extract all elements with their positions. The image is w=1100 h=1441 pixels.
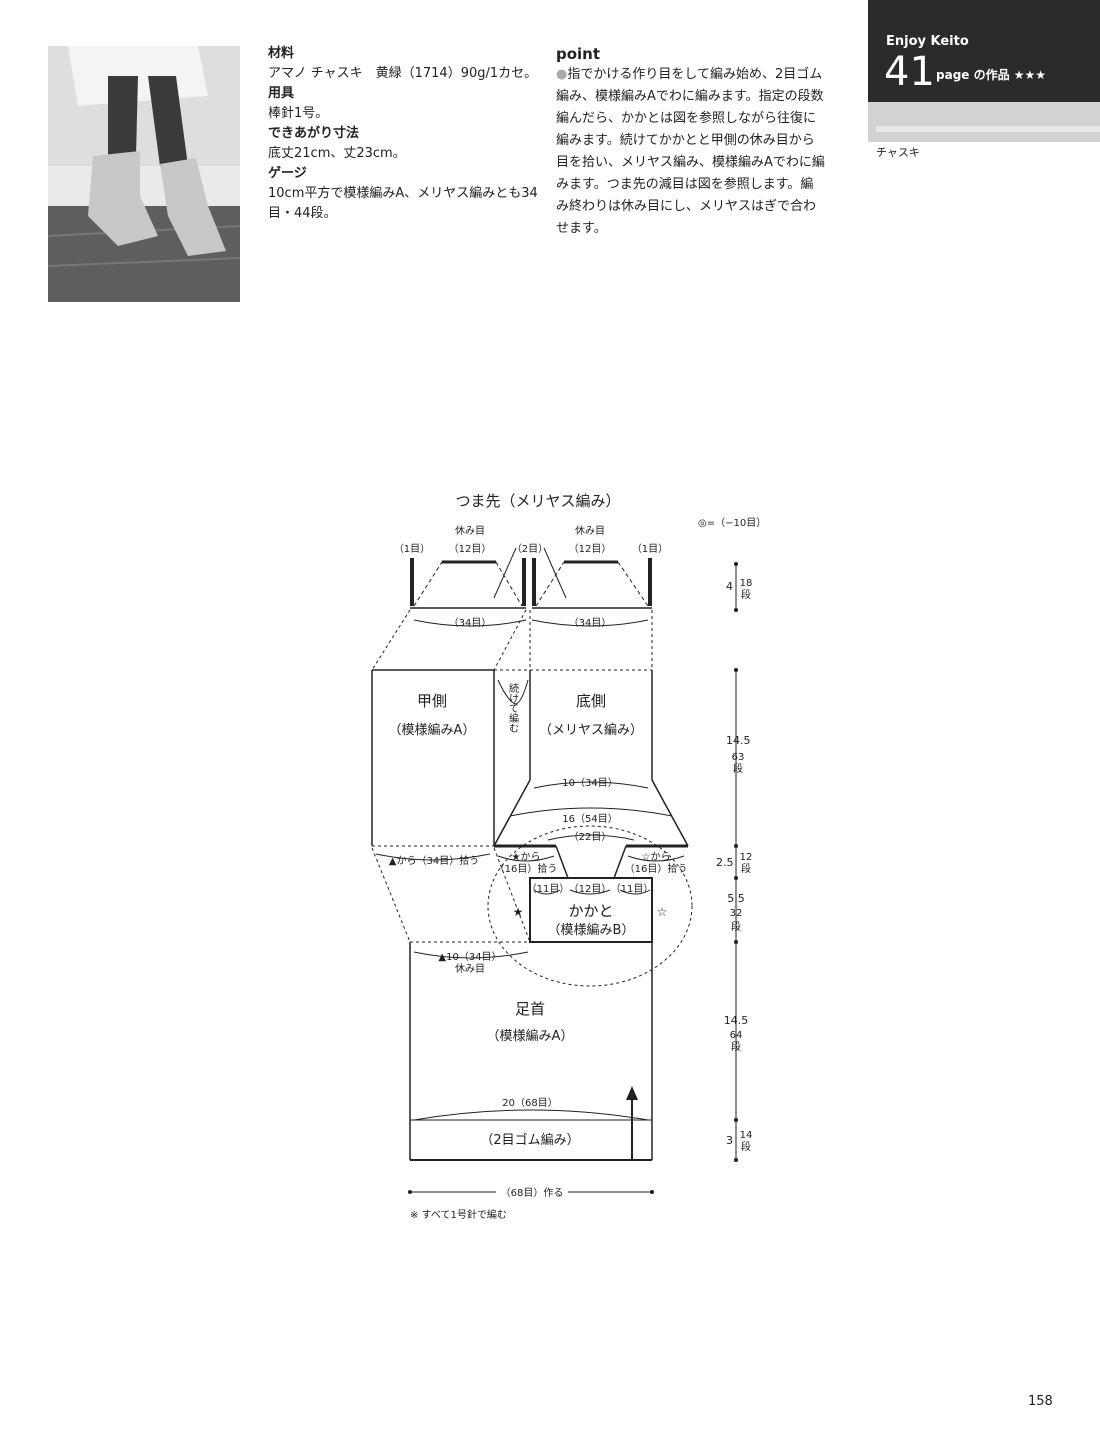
tools-text: 棒針1号。 (268, 106, 329, 121)
materials-heading: 材料 (268, 46, 295, 61)
black-star-icon: ★ (513, 905, 524, 919)
materials-text: アマノ チャスキ 黄緑（1714）90g/1カセ。 (268, 66, 538, 81)
gusset-width: 16（54目） (562, 813, 617, 825)
toe-height-dan: 段 (741, 588, 751, 601)
toe-width-left: （34目） (449, 617, 492, 629)
heel-top-width: （22目） (569, 831, 612, 843)
rib-height-cm: 3 (726, 1134, 733, 1147)
rib-label: （2目ゴム編み） (480, 1132, 579, 1148)
product-photo (48, 46, 240, 302)
heel-subtitle: （模様編みB） (548, 922, 635, 938)
toe-stitch-1-left: （1目） (394, 543, 430, 555)
toe-stitch-2: （2目） (512, 543, 548, 555)
toe-right-mark (648, 558, 652, 606)
cast-on-label: （68目）作る (501, 1187, 564, 1199)
point-heading: point (556, 45, 601, 63)
yarn-name: チャスキ (876, 146, 920, 159)
sole-height-dan: 段 (733, 762, 743, 775)
toe-stitch-12-left: （12目） (449, 543, 492, 555)
pattern-badge: Enjoy Keito 41 page の作品 ★★★ (868, 0, 1100, 102)
gauge-heading: ゲージ (268, 166, 307, 181)
sole-title: 底側 (576, 692, 606, 710)
page-number: 158 (1028, 1394, 1053, 1409)
instep-subtitle: （模様編みA） (389, 722, 476, 738)
right-pickup-1: ☆から (642, 851, 671, 863)
heel-title: かかと (568, 902, 613, 920)
rib-height-dan: 段 (741, 1140, 751, 1153)
toe-center-mark-l (522, 558, 526, 606)
tools-heading: 用具 (268, 86, 295, 101)
heel-stitch-11-left: （11目） (527, 883, 570, 895)
toe-left-mark (410, 558, 414, 606)
rest-label-left: 休み目 (455, 525, 485, 537)
materials-block: 材料 アマノ チャスキ 黄緑（1714）90g/1カセ。 用具 棒針1号。 でき… (268, 44, 538, 224)
bullet-icon: ● (556, 67, 568, 82)
heel-stitch-11-right: （11目） (611, 883, 654, 895)
toe-height-rows: 18 (740, 578, 753, 589)
pattern-number: 41 (884, 49, 935, 95)
size-heading: できあがり寸法 (268, 126, 360, 141)
rest-label-right: 休み目 (575, 525, 605, 537)
rib-height-rows: 14 (740, 1130, 753, 1141)
left-pickup-2: （16目）拾う (495, 862, 558, 875)
ankle-height-cm: 14.5 (724, 1014, 749, 1027)
ankle-width: 20（68目） (502, 1097, 557, 1109)
toe-stitch-12-right: （12目） (569, 543, 612, 555)
point-body: 指でかける作り目をして編み始め、2目ゴム編み、模様編みAでわに編みます。指定の段… (556, 67, 825, 236)
gauge-text: 10cm平方で模様編みA、メリヤス編みとも34目・44段。 (268, 186, 538, 221)
toe-width-right: （34目） (569, 617, 612, 629)
yarn-stripe (876, 126, 1100, 132)
ankle-rest-1: ▲10（34目） (438, 951, 501, 963)
heel-height-cm: 5.5 (727, 892, 745, 905)
series-title: Enjoy Keito (886, 34, 969, 49)
right-pickup-2: （16目）拾う (625, 862, 688, 875)
sole-height-rows: 63 (732, 752, 745, 763)
toe-height-cm: 4 (726, 580, 733, 593)
toe-stitch-1-right: （1目） (632, 543, 668, 555)
gusset-height-cm: 2.5 (716, 856, 734, 869)
instep-title: 甲側 (417, 692, 447, 710)
needle-note: ※ すべて1号針で編む (410, 1208, 507, 1221)
ankle-title: 足首 (515, 1000, 545, 1018)
sole-height-cm: 14.5 (726, 734, 751, 747)
toe-title: つま先（メリヤス編み） (455, 492, 620, 510)
gusset-height-rows: 12 (740, 852, 753, 863)
gusset-height-dan: 段 (741, 862, 751, 875)
sole-width: 10（34目） (562, 777, 617, 789)
ankle-subtitle: （模様編みA） (487, 1028, 574, 1044)
yarn-band (868, 102, 1100, 142)
decrease-legend: ◎=（−10目） (698, 517, 766, 529)
ankle-rest-2: 休み目 (455, 963, 485, 975)
ankle-height-dan: 段 (731, 1040, 741, 1053)
page-label: page の作品 ★★★ (936, 68, 1047, 82)
heel-stitch-12: （12目） (569, 883, 612, 895)
heel-height-dan: 段 (731, 920, 741, 933)
toe-center-mark-r (532, 558, 536, 606)
point-block: point ●指でかける作り目をして編み始め、2目ゴム編み、模様編みAでわに編み… (556, 44, 826, 240)
white-star-icon: ☆ (657, 905, 668, 919)
point-text: ●指でかける作り目をして編み始め、2目ゴム編み、模様編みAでわに編みます。指定の… (556, 64, 826, 240)
continue-label: 続けて編む (507, 682, 519, 733)
knitting-diagram: つま先（メリヤス編み） ◎=（−10目） 休み目 休み目 （1目） （12目） … (0, 470, 1100, 1234)
ankle-height-rows: 64 (730, 1030, 743, 1041)
left-pickup-1: ★から (512, 851, 541, 863)
heel-height-rows: 32 (730, 908, 743, 919)
sole-subtitle: （メリヤス編み） (539, 722, 643, 738)
instep-pickup: ▲から（34目）拾う (389, 854, 479, 867)
size-text: 底丈21cm、丈23cm。 (268, 146, 406, 161)
